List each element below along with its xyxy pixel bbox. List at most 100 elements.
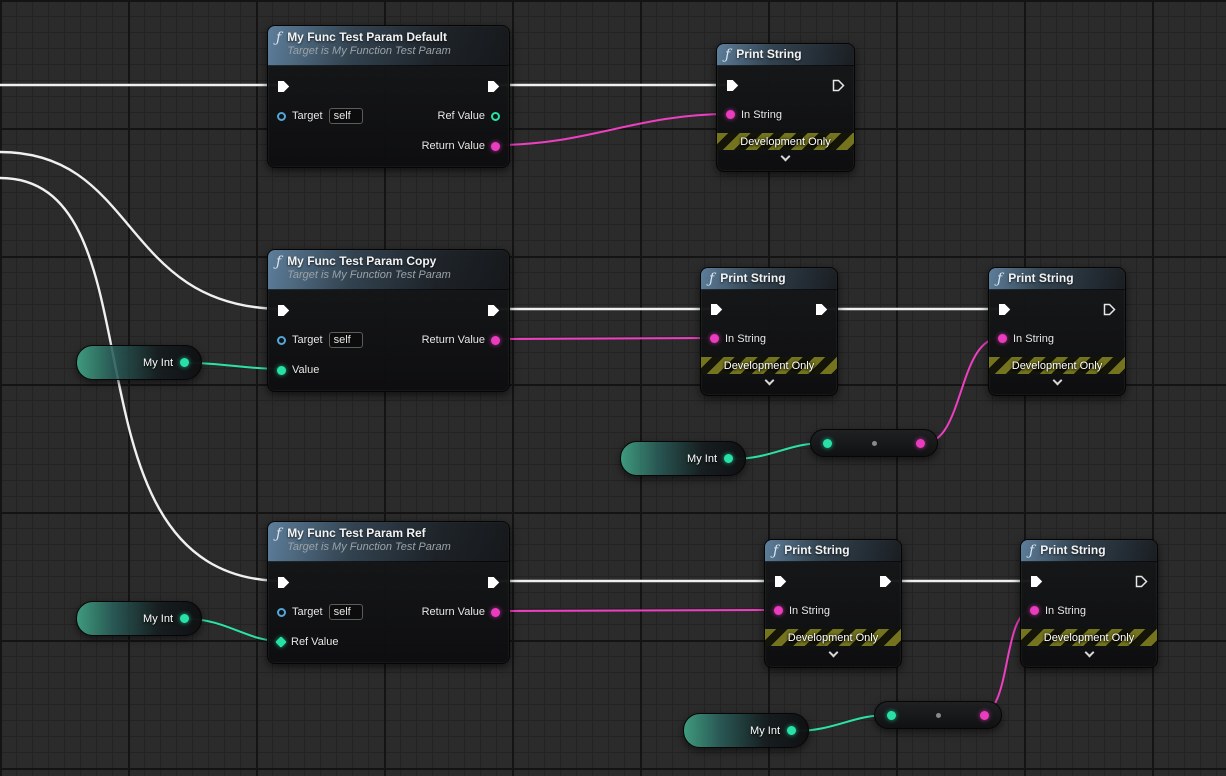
target-pin[interactable] — [277, 607, 286, 617]
string-output-pin[interactable] — [916, 438, 925, 448]
exec-in-pin[interactable] — [726, 79, 739, 92]
node-get-my-int-2[interactable]: My Int — [620, 441, 746, 476]
node-header[interactable]: ƒ Print String — [989, 268, 1125, 290]
exec-in-pin[interactable] — [277, 304, 290, 317]
int-output-pin[interactable] — [180, 358, 189, 367]
advanced-pins-toggle[interactable] — [717, 150, 854, 165]
return-value-pin[interactable] — [491, 335, 500, 345]
exec-out-pin[interactable] — [832, 79, 845, 92]
pin-row: Target Return Value — [268, 597, 509, 627]
node-int-to-string-conversion-1[interactable] — [810, 429, 938, 457]
exec-out-pin[interactable] — [1103, 303, 1116, 316]
exec-in-pin[interactable] — [710, 303, 723, 316]
value-pin[interactable] — [277, 365, 286, 375]
wire-exec-to-func-copy[interactable] — [0, 150, 285, 311]
node-print-string-bot1[interactable]: ƒ Print String In String Development Onl… — [764, 539, 902, 668]
in-string-pin-label: In String — [725, 332, 766, 345]
exec-out-pin[interactable] — [487, 304, 500, 317]
node-print-string-mid2[interactable]: ƒ Print String In String Development Onl… — [988, 267, 1126, 396]
target-self-input[interactable] — [328, 108, 363, 124]
node-body: Target Return Value Ref Value — [268, 562, 509, 663]
pin-row: In String — [1021, 596, 1157, 625]
return-value-pin[interactable] — [491, 607, 500, 617]
target-pin-label: Target — [292, 110, 323, 122]
advanced-pins-toggle[interactable] — [989, 374, 1125, 389]
node-body: Target Return Value Value — [268, 290, 509, 391]
target-pin[interactable] — [277, 111, 286, 121]
function-icon: ƒ — [773, 542, 779, 559]
int-input-pin[interactable] — [823, 438, 832, 448]
exec-row — [765, 567, 901, 596]
node-print-string-mid1[interactable]: ƒ Print String In String Development Onl… — [700, 267, 838, 396]
node-my-func-test-param-copy[interactable]: ƒ My Func Test Param Copy Target is My F… — [267, 249, 510, 392]
exec-out-pin[interactable] — [815, 303, 828, 316]
wire-string-copy-to-print-mid1[interactable] — [495, 337, 713, 340]
pin-row: Ref Value — [268, 627, 509, 657]
exec-row — [268, 295, 509, 325]
chevron-down-icon — [780, 151, 791, 161]
in-string-pin-label: In String — [1013, 332, 1054, 345]
exec-in-pin[interactable] — [1030, 575, 1043, 588]
int-output-pin[interactable] — [787, 726, 796, 735]
ref-value-pin[interactable] — [275, 636, 287, 648]
node-title: Print String — [1040, 543, 1106, 557]
development-only-banner: Development Only — [765, 629, 901, 646]
in-string-pin[interactable] — [998, 334, 1007, 343]
node-header[interactable]: ƒ My Func Test Param Default Target is M… — [268, 26, 509, 66]
exec-row — [268, 567, 509, 597]
chevron-down-icon — [1084, 647, 1094, 657]
exec-in-pin[interactable] — [774, 575, 787, 588]
node-get-my-int-1[interactable]: My Int — [76, 345, 202, 380]
exec-out-pin[interactable] — [1135, 575, 1148, 588]
exec-out-pin[interactable] — [487, 80, 500, 93]
advanced-pins-toggle[interactable] — [765, 646, 901, 661]
node-header[interactable]: ƒ Print String — [717, 44, 854, 66]
target-pin[interactable] — [277, 335, 286, 345]
advanced-pins-toggle[interactable] — [1021, 646, 1157, 661]
wire-string-default-to-print-top[interactable] — [495, 113, 730, 146]
in-string-pin[interactable] — [1030, 606, 1039, 615]
in-string-pin[interactable] — [710, 334, 719, 343]
int-output-pin[interactable] — [724, 454, 733, 463]
exec-in-pin[interactable] — [998, 303, 1011, 316]
return-value-pin-label: Return Value — [421, 140, 485, 152]
node-int-to-string-conversion-2[interactable] — [874, 701, 1002, 729]
string-output-pin[interactable] — [980, 710, 989, 720]
target-self-input[interactable] — [328, 604, 363, 620]
ref-value-pin[interactable] — [491, 111, 500, 121]
wire-string-ref-to-print-bot1[interactable] — [495, 609, 777, 612]
variable-label: My Int — [750, 724, 780, 737]
node-body: In String Development Only — [989, 290, 1125, 395]
node-header[interactable]: ƒ Print String — [1021, 540, 1157, 562]
exec-in-pin[interactable] — [277, 576, 290, 589]
chevron-down-icon — [764, 375, 774, 385]
int-input-pin[interactable] — [887, 710, 896, 720]
exec-out-pin[interactable] — [879, 575, 892, 588]
return-value-pin[interactable] — [491, 141, 500, 151]
pin-row: In String — [765, 596, 901, 625]
in-string-pin[interactable] — [774, 606, 783, 615]
exec-row — [1021, 567, 1157, 596]
node-get-my-int-4[interactable]: My Int — [683, 713, 809, 748]
node-print-string-bot2[interactable]: ƒ Print String In String Development Onl… — [1020, 539, 1158, 668]
target-self-input[interactable] — [328, 332, 363, 348]
exec-out-pin[interactable] — [487, 576, 500, 589]
advanced-pins-toggle[interactable] — [701, 374, 837, 389]
node-my-func-test-param-default[interactable]: ƒ My Func Test Param Default Target is M… — [267, 25, 510, 168]
node-subtitle: Target is My Function Test Param — [287, 45, 451, 57]
node-header[interactable]: ƒ My Func Test Param Ref Target is My Fu… — [268, 522, 509, 562]
node-header[interactable]: ƒ My Func Test Param Copy Target is My F… — [268, 250, 509, 290]
node-my-func-test-param-ref[interactable]: ƒ My Func Test Param Ref Target is My Fu… — [267, 521, 510, 664]
in-string-pin[interactable] — [726, 110, 735, 119]
exec-in-pin[interactable] — [277, 80, 290, 93]
node-header[interactable]: ƒ Print String — [701, 268, 837, 290]
node-get-my-int-3[interactable]: My Int — [76, 601, 202, 636]
node-body: In String Development Only — [701, 290, 837, 395]
node-print-string-top[interactable]: ƒ Print String In String Development Onl… — [716, 43, 855, 172]
function-icon: ƒ — [997, 270, 1003, 287]
int-output-pin[interactable] — [180, 614, 189, 623]
node-header[interactable]: ƒ Print String — [765, 540, 901, 562]
function-icon: ƒ — [276, 254, 282, 270]
variable-label: My Int — [143, 612, 173, 625]
